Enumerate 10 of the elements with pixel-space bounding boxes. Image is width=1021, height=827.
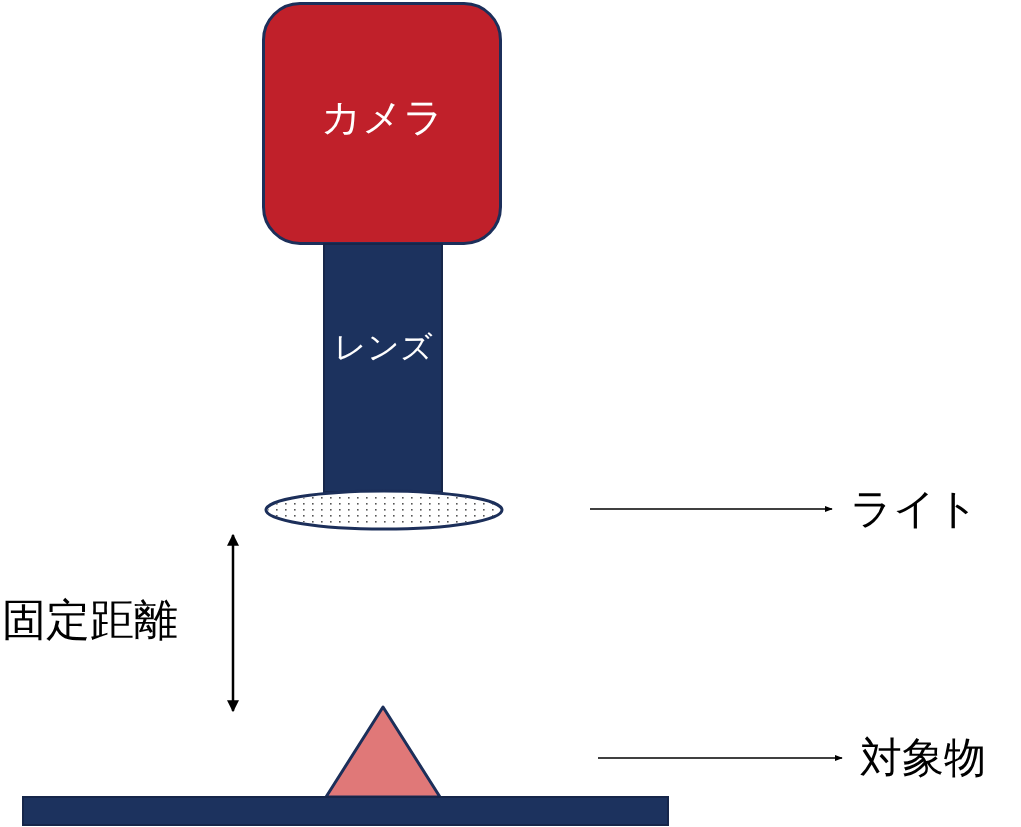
part-label: 対象物 [860,732,1021,784]
base-plate [22,796,669,826]
distance-label: 固定距離 [2,592,179,647]
camera-box: カメラ [262,2,502,245]
light-ring [264,489,504,531]
part-label: ライト [850,484,980,534]
leader-arrow [589,505,833,513]
leader-arrow [597,754,843,762]
object-triangle [322,703,444,799]
lens-box: レンズ [323,243,443,493]
